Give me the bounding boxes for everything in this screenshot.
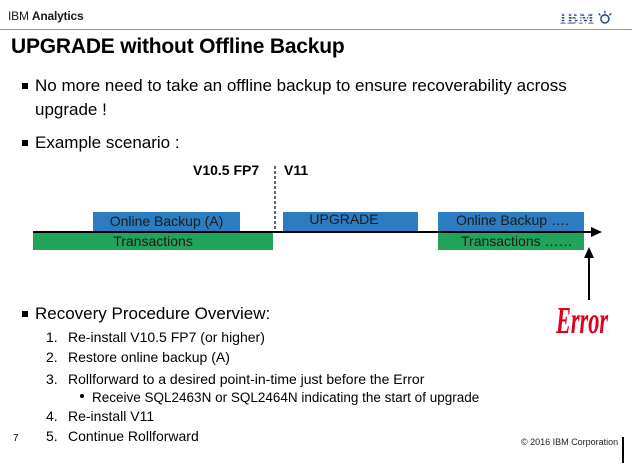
page-title: UPGRADE without Offline Backup (11, 35, 345, 58)
bullet-example-scenario: Example scenario : (22, 131, 180, 155)
brand-suffix: Analytics (31, 9, 84, 23)
logo-text: IBM (560, 9, 595, 27)
label-upgrade: UPGRADE (309, 211, 379, 227)
step-number: 3. (46, 371, 58, 387)
bullet-text: Recovery Procedure Overview: (35, 304, 271, 323)
bar-online-backup-after (438, 212, 584, 231)
step-number: 2. (46, 349, 58, 365)
sub-bullet-text: Receive SQL2463N or SQL2464N indicating … (92, 390, 480, 405)
label-online-backup-a: Online Backup (A) (109, 213, 224, 229)
brand-header: IBM Analytics (8, 9, 84, 23)
step-number: 5. (46, 428, 58, 444)
bullet-offline-backup: No more need to take an offline backup t… (22, 74, 607, 122)
label-online-backup-after: Online Backup …. (456, 212, 569, 228)
label-transactions-before: Transactions (113, 233, 193, 249)
step-number: 4. (46, 408, 58, 424)
header-divider (0, 29, 632, 30)
label-transactions-after: Transactions …… (461, 233, 573, 249)
step-number: 1. (46, 329, 58, 345)
bullet-marker (22, 83, 28, 89)
page-number: 7 (13, 433, 19, 444)
bullet-marker (22, 311, 28, 317)
bullet-recovery-procedure: Recovery Procedure Overview: (22, 302, 270, 326)
bar-transactions-before (33, 233, 273, 250)
bar-online-backup-a (93, 212, 240, 231)
step-text: Restore online backup (A) (68, 349, 230, 365)
sub-bullet-marker (80, 394, 84, 399)
error-pointer-arrowhead (584, 247, 594, 258)
edge-mark (622, 437, 624, 463)
error-label: Error (555, 299, 608, 342)
bullet-marker (22, 140, 28, 146)
step-text: Re-install V11 (68, 408, 155, 424)
procedure-step: 1. Re-install V10.5 FP7 (or higher) (46, 327, 516, 347)
step-text: Rollforward to a desired point-in-time j… (68, 371, 425, 387)
step-text: Continue Rollforward (68, 428, 199, 444)
version-label-old: V10.5 FP7 (193, 162, 260, 178)
bullet-text: Example scenario : (35, 133, 180, 152)
bar-upgrade (283, 212, 418, 231)
bar-transactions-after (438, 233, 584, 250)
procedure-sub-bullet: Receive SQL2463N or SQL2464N indicating … (80, 390, 479, 405)
procedure-step: 5. Continue Rollforward (46, 426, 516, 446)
ibm-logo: IBM (560, 9, 612, 27)
step-text: Re-install V10.5 FP7 (or higher) (68, 329, 265, 345)
version-label-new: V11 (284, 162, 309, 178)
procedure-step: 2. Restore online backup (A) (46, 347, 516, 367)
procedure-step: 4. Re-install V11 (46, 406, 516, 426)
procedure-steps: 1. Re-install V10.5 FP7 (or higher) 2. R… (46, 327, 516, 444)
procedure-step: 3. Rollforward to a desired point-in-tim… (46, 369, 516, 389)
timeline-arrowhead (591, 227, 602, 237)
copyright-notice: © 2016 IBM Corporation (521, 437, 619, 447)
smarter-planet-icon (598, 10, 612, 24)
bullet-text: No more need to take an offline backup t… (35, 76, 567, 119)
brand-prefix: IBM (8, 9, 29, 23)
